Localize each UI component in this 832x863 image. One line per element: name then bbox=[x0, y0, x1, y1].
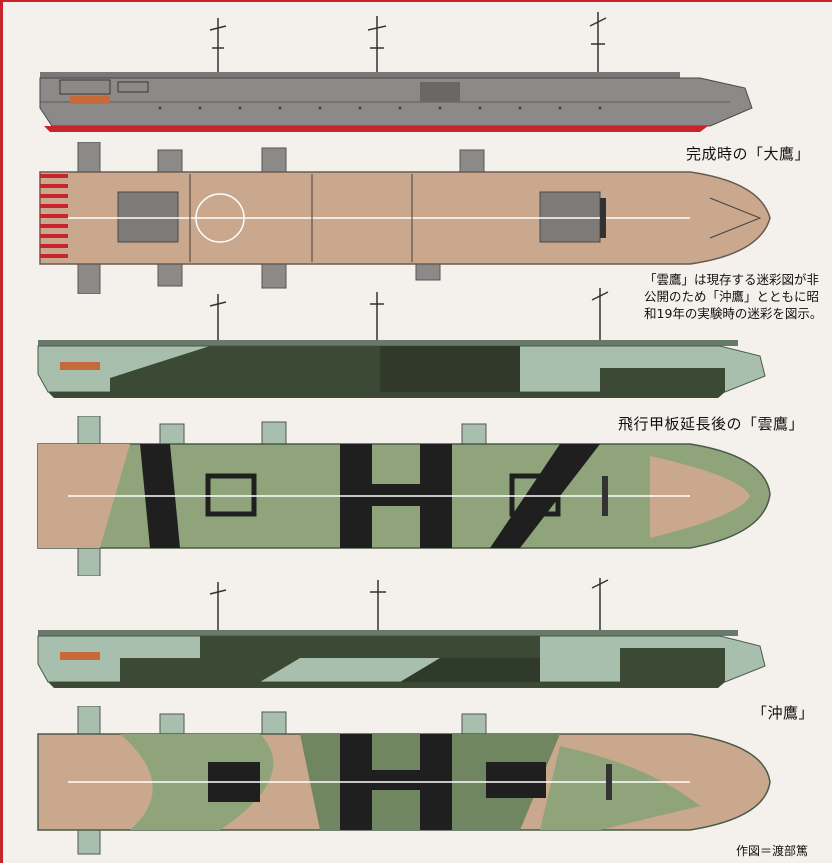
chuyo-side-view bbox=[37, 578, 766, 688]
unyo-deck-plan bbox=[37, 416, 771, 576]
note-line-3: 和19年の実験時の迷彩を図示。 bbox=[644, 306, 823, 321]
note-line-1: 「雲鷹」は現存する迷彩図が非 bbox=[644, 272, 820, 287]
taiyo-side-view bbox=[39, 12, 753, 132]
left-border bbox=[0, 0, 3, 863]
note-line-2: 公開のため「沖鷹」とともに昭 bbox=[644, 289, 820, 304]
note-text: 「雲鷹」は現存する迷彩図が非 公開のため「沖鷹」とともに昭 和19年の実験時の迷… bbox=[644, 271, 822, 322]
caption-chuyo: 「沖鷹」 bbox=[752, 704, 815, 722]
top-border bbox=[0, 0, 832, 2]
taiyo-deck-plan bbox=[39, 142, 771, 294]
unyo-side-view bbox=[37, 288, 766, 398]
caption-unyo: 飛行甲板延長後の「雲鷹」 bbox=[618, 415, 805, 433]
chuyo-deck-plan bbox=[37, 706, 771, 855]
illustration-credit: 作図＝渡部篤 bbox=[736, 844, 809, 858]
caption-taiyo: 完成時の「大鷹」 bbox=[686, 145, 811, 163]
